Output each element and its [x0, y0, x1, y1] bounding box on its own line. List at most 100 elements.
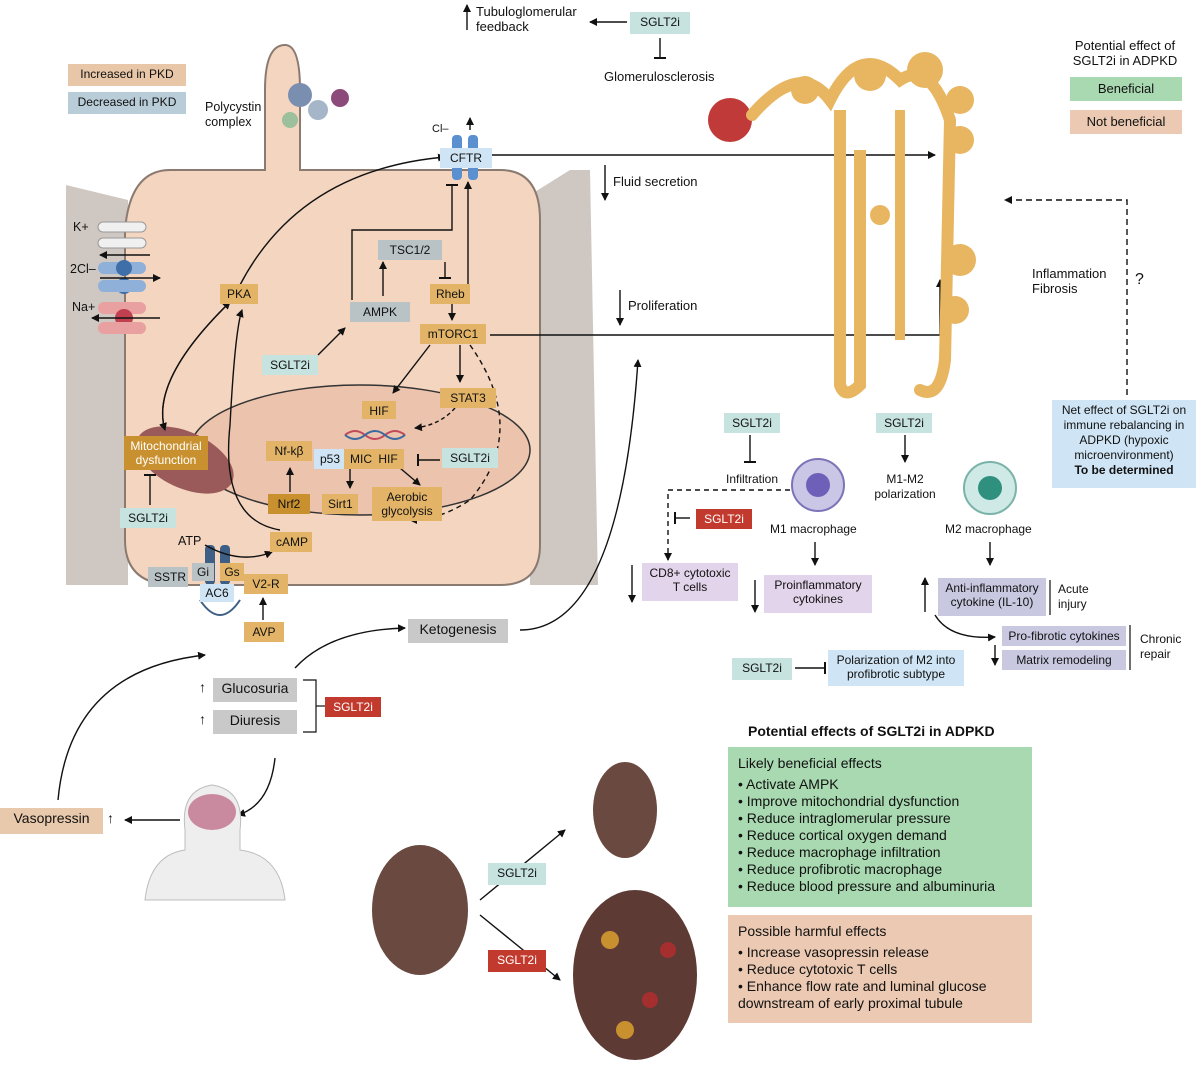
nephron-tubule-icon	[708, 52, 976, 399]
glucosuria-up-arrow: ↑	[199, 679, 206, 695]
sglt2i-ampk-box: SGLT2i	[262, 355, 318, 375]
beneficial-item: Reduce blood pressure and albuminuria	[738, 878, 1022, 895]
hif-box: HIF	[372, 449, 404, 469]
tsc-box: TSC1/2	[378, 240, 442, 260]
diuresis-up-arrow: ↑	[199, 711, 206, 727]
proinflammatory-box: Proinflammatory cytokines	[764, 575, 872, 613]
mitochondrial-dysfunction-box: Mitochondrial dysfunction	[124, 436, 208, 470]
sglt2i-hif-box: SGLT2i	[442, 448, 498, 468]
sglt2i-kidney-red: SGLT2i	[488, 950, 546, 972]
hif-top-box: HIF	[362, 401, 396, 419]
kidney-small-icon	[593, 762, 657, 858]
acute-injury-label: Acute injury	[1058, 582, 1089, 611]
sglt2i-m1m2-box: SGLT2i	[876, 413, 932, 433]
m1-macrophage-label: M1 macrophage	[770, 522, 857, 536]
beneficial-item: Improve mitochondrial dysfunction	[738, 793, 1022, 810]
matrix-remodeling-box: Matrix remodeling	[1002, 650, 1126, 670]
m1m2-polarization-label: M1-M2 polarization	[874, 472, 936, 501]
legend-increased: Increased in PKD	[68, 64, 186, 86]
question-mark: ?	[1135, 271, 1144, 288]
net-effect-box: Net effect of SGLT2i on immune rebalanci…	[1052, 400, 1196, 488]
legend-decreased: Decreased in PKD	[68, 92, 186, 114]
anti-inflammatory-box: Anti-inflammatory cytokine (IL-10)	[938, 578, 1046, 616]
harmful-item: Reduce cytotoxic T cells	[738, 961, 1022, 978]
pka-box: PKA	[220, 284, 258, 304]
rheb-box: Rheb	[430, 284, 470, 304]
sglt2i-mito-box: SGLT2i	[120, 508, 176, 528]
polarization-box: Polarization of M2 into profibrotic subt…	[828, 650, 964, 686]
sirt1-box: Sirt1	[322, 494, 358, 514]
harmful-item: Increase vasopressin release	[738, 944, 1022, 961]
diuresis-box: Diuresis	[213, 710, 297, 734]
mtorc1-box: mTORC1	[420, 324, 486, 344]
net-effect-text: Net effect of SGLT2i on immune rebalanci…	[1061, 403, 1187, 462]
beneficial-item: Reduce intraglomerular pressure	[738, 810, 1022, 827]
beneficial-effects-title: Likely beneficial effects	[738, 755, 882, 771]
potassium-channel-icon	[97, 221, 147, 249]
cftr-box: CFTR	[440, 148, 492, 168]
polycystin-complex-icon	[282, 83, 349, 128]
camp-box: cAMP	[270, 532, 312, 552]
kidney-baseline-icon	[372, 845, 468, 975]
cd8-tcells-box: CD8+ cytotoxic T cells	[642, 563, 738, 601]
fluid-secretion-label: Fluid secretion	[613, 174, 698, 189]
nrf2-box: Nrf2	[268, 494, 310, 514]
glomerulosclerosis-label: Glomerulosclerosis	[604, 69, 715, 84]
sglt2i-cd8-box: SGLT2i	[696, 509, 752, 529]
potassium-label: K+	[73, 220, 89, 234]
chloride-cotransporter-icon	[98, 260, 146, 294]
sglt2i-polarization-box: SGLT2i	[732, 658, 792, 680]
harmful-effects-title: Possible harmful effects	[738, 923, 887, 939]
polycystin-complex-label: Polycystin complex	[205, 100, 262, 129]
v2r-box: V2-R	[244, 574, 288, 594]
kidney-enlarged-icon	[573, 890, 697, 1060]
sstr-box: SSTR	[148, 567, 188, 587]
sglt2i-glucosuria-box: SGLT2i	[325, 697, 381, 717]
legend-not-beneficial: Not beneficial	[1070, 110, 1182, 134]
ampk-box: AMPK	[350, 302, 410, 322]
potential-effect-title: Potential effect of SGLT2i in ADPKD	[1072, 38, 1178, 68]
legend-beneficial: Beneficial	[1070, 77, 1182, 101]
inflammation-fibrosis-label: Inflammation Fibrosis	[1032, 266, 1107, 296]
gi-label: Gi	[192, 563, 214, 581]
p53-box: p53	[314, 449, 346, 469]
beneficial-item: Activate AMPK	[738, 776, 1022, 793]
avp-box: AVP	[244, 622, 284, 642]
tubuloglomerular-label: Tubuloglomerular feedback	[476, 4, 577, 34]
infiltration-label: Infiltration	[726, 472, 779, 486]
ketogenesis-box: Ketogenesis	[408, 619, 508, 643]
sglt2i-infiltration-box: SGLT2i	[724, 413, 780, 433]
mic-box: MIC	[344, 449, 376, 469]
ac6-label: AC6	[200, 584, 234, 602]
nfkb-box: Nf-kβ	[266, 441, 312, 461]
effects-title: Potential effects of SGLT2i in ADPKD	[748, 723, 995, 739]
harmful-item: Enhance flow rate and luminal glucose do…	[738, 978, 1022, 1012]
sodium-label: Na+	[72, 300, 96, 314]
beneficial-item: Reduce cortical oxygen demand	[738, 827, 1022, 844]
sglt2i-tubulo-box: SGLT2i	[630, 12, 690, 34]
profibrotic-box: Pro-fibrotic cytokines	[1002, 626, 1126, 646]
beneficial-item: Reduce profibrotic macrophage	[738, 861, 1022, 878]
beneficial-item: Reduce macrophage infiltration	[738, 844, 1022, 861]
beneficial-effects-panel: Likely beneficial effects Activate AMPK …	[728, 747, 1032, 907]
m2-macrophage-label: M2 macrophage	[945, 522, 1032, 536]
sglt2i-kidney-teal: SGLT2i	[488, 863, 546, 885]
vasopressin-box: Vasopressin	[0, 808, 103, 834]
stat3-box: STAT3	[440, 388, 496, 408]
aerobic-glycolysis-box: Aerobic glycolysis	[372, 487, 442, 521]
human-head-icon	[144, 784, 286, 901]
harmful-effects-panel: Possible harmful effects Increase vasopr…	[728, 915, 1032, 1023]
to-be-determined: To be determined	[1074, 463, 1174, 477]
chloride-label: 2Cl–	[70, 262, 96, 276]
glucosuria-box: Glucosuria	[213, 678, 297, 702]
harmful-effects-list: Increase vasopressin release Reduce cyto…	[738, 944, 1022, 1012]
neighbor-cell-right	[530, 170, 598, 585]
atp-label: ATP	[178, 534, 202, 548]
vasopressin-up-arrow: ↑	[107, 810, 114, 826]
dna-strand-icon	[344, 430, 406, 440]
gs-label: Gs	[220, 563, 244, 581]
chronic-repair-label: Chronic repair	[1140, 632, 1182, 661]
dna-icon	[344, 430, 406, 440]
